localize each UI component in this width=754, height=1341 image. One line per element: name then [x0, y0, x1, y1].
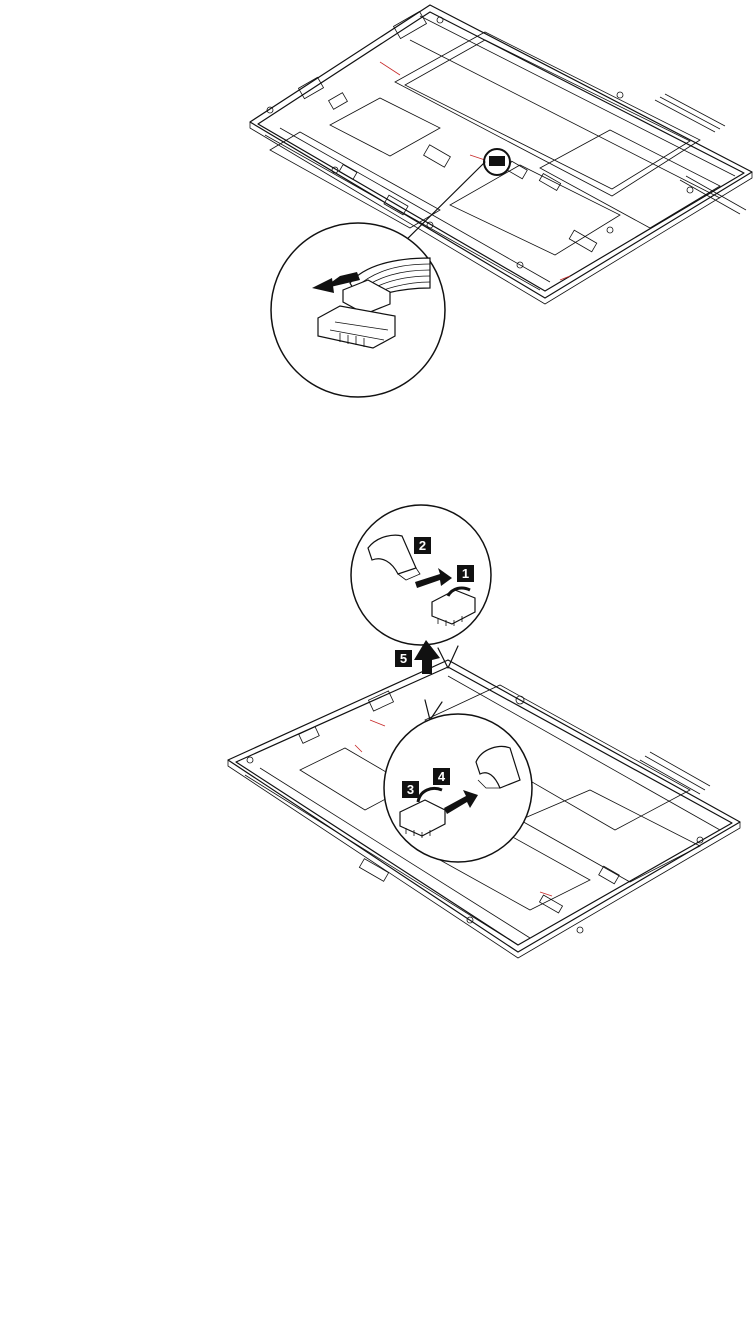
figure-remove-connector: 1 2 3 4 5: [0, 490, 754, 970]
step-callout-1: 1: [457, 565, 474, 582]
connector-detail-magnifier: [271, 162, 485, 397]
step-callout-3-label: 3: [407, 782, 414, 797]
figure-2-illustration: 1 2 3 4 5: [0, 490, 754, 970]
step-callout-1-label: 1: [462, 566, 469, 581]
step-callout-2: 2: [414, 537, 431, 554]
step-callout-2-label: 2: [419, 538, 426, 553]
step-callout-4: 4: [433, 768, 450, 785]
step-callout-3: 3: [402, 781, 419, 798]
step-callout-5: 5: [395, 650, 412, 667]
step-callout-4-label: 4: [438, 769, 446, 784]
figure-disconnect-cable: [0, 0, 754, 420]
connector-detail-magnifier-top: [351, 505, 491, 668]
figure-1-illustration: [0, 0, 754, 420]
step-callout-5-label: 5: [400, 651, 407, 666]
